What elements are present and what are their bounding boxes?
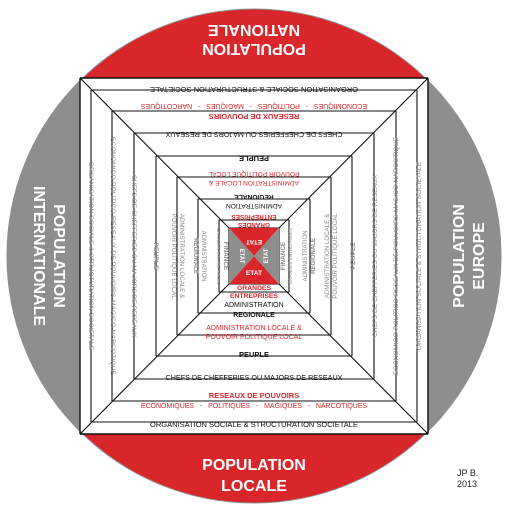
finance-left: FINANCE	[222, 242, 229, 271]
signature-initials: JP B.	[457, 468, 479, 478]
label-population-nationale: POPULATIONNATIONALE	[202, 21, 306, 57]
peuple-right: PEUPLE	[350, 242, 357, 270]
admin-regionale-left-2: REGIONALE	[192, 238, 198, 274]
label-population-europe-1: POPULATION	[451, 204, 468, 308]
admin-regionale-top-2: REGIONALE	[234, 193, 274, 200]
admin-locale-left-2: POUVOIR POLITIQUE LOCAL	[170, 213, 177, 299]
chefferies-right: CHEFS DE CHEFFERIES OU MAJORS DE RESEAUX	[372, 174, 379, 337]
frame-line	[278, 77, 429, 229]
finance-right: FINANCE	[280, 241, 287, 270]
admin-locale-right-1: ADMINISTRATION LOCALE &	[324, 213, 331, 298]
reseaux-side-right: ECONOMICO-POLITICO-RESEAUX DE POUVOIRS-M…	[393, 137, 400, 375]
etat-top: ETAT	[246, 238, 262, 245]
etat-right-triangle	[254, 228, 279, 284]
grandes-top-2: ENTREPRISES	[231, 213, 277, 220]
admin-regionale-bottom-1: ADMINISTRATION	[224, 302, 283, 309]
label-population-locale-2: LOCALE	[221, 478, 287, 495]
admin-locale-bottom-2: POUVOIR POLITIQUE LOCAL	[206, 334, 303, 341]
reseaux-title-top: RESEAUX DE POUVOIRS	[209, 112, 299, 121]
grandes-bottom-2: ENTREPRISES	[230, 293, 278, 300]
grandes-top-1: GRANDES	[237, 221, 270, 228]
admin-regionale-right-1: ADMINISTRATION	[303, 231, 309, 282]
label-population-europe-2: EUROPE	[471, 222, 488, 290]
grandes-left: GRANDES ENTREPRISES	[216, 228, 221, 284]
reseaux-items-bottom: ECONOMIQUES - POLITIQUES - MAGIQUES - NA…	[141, 403, 368, 410]
etat-bottom: ETAT	[246, 270, 262, 277]
admin-locale-top-2: POUVOIR POLITIQUE LOCAL	[208, 170, 299, 177]
admin-regionale-right-2: REGIONALE	[311, 238, 317, 274]
admin-locale-left-1: ADMINISTRATION LOCALE &	[178, 214, 185, 299]
organisation-right: ORGANISATION SOCIALE & STRUCTURATION SOC…	[416, 161, 423, 350]
admin-regionale-top-1: ADMINISTRATION	[226, 202, 282, 209]
admin-locale-top-1: ADMINISTRATION LOCALE &	[208, 179, 299, 186]
label-population-locale-1: POPULATION	[202, 457, 306, 474]
reseaux-side-left: ECONOMICO-POLITICO-RESEAUX DE POUVOIRS-M…	[109, 137, 116, 375]
reseaux-title-bottom: RESEAUX DE POUVOIRS	[209, 391, 299, 400]
grandes-bottom-1: GRANDES	[237, 285, 271, 292]
frame-line	[79, 77, 230, 229]
author-signature: JP B. 2013	[457, 468, 503, 490]
organisation-left: ORGANISATION SOCIALE & STRUCTURATION SOC…	[87, 162, 94, 351]
frame-line	[278, 283, 429, 435]
admin-locale-right-2: POUVOIR POLITIQUE LOCAL	[332, 213, 339, 299]
admin-regionale-bottom-2: REGIONALE	[233, 312, 275, 319]
peuple-bottom: PEUPLE	[239, 350, 269, 359]
chefferies-top: CHEFS DE CHEFFERIES OU MAJORS DE RESEAUX	[165, 130, 342, 139]
etat-center	[229, 228, 279, 284]
admin-regionale-left-1: ADMINISTRATION	[200, 231, 206, 282]
nested-frames	[79, 77, 429, 435]
admin-locale-bottom-1: ADMINISTRATION LOCALE &	[206, 325, 302, 332]
peuple-left: PEUPLE	[152, 242, 159, 270]
etat-left: ETAT	[238, 249, 244, 264]
organisation-top: ORGANISATION SOCIALE & STRUCTURATION SOC…	[150, 85, 358, 94]
organisation-bottom: ORGANISATION SOCIALE & STRUCTURATION SOC…	[150, 420, 358, 429]
etat-bottom-triangle	[229, 256, 279, 284]
label-population-internationale-1: POPULATION	[50, 204, 67, 308]
signature-year: 2013	[457, 479, 478, 489]
circle-outline	[6, 8, 502, 504]
etat-top-triangle	[229, 228, 279, 256]
grandes-right: GRANDES ENTREPRISES	[288, 228, 293, 284]
chefferies-left: CHEFS DE CHEFFERIES OU MAJORS DE RESEAUX	[130, 175, 137, 338]
etat-left-triangle	[229, 228, 254, 284]
frame-line	[79, 283, 230, 435]
label-population-internationale-2: INTERNATIONALE	[30, 186, 47, 326]
peuple-top: PEUPLE	[239, 154, 269, 163]
chefferies-bottom: CHEFS DE CHEFFERIES OU MAJORS DE RESEAUX	[166, 373, 343, 382]
etat-right: ETAT	[264, 248, 270, 263]
reseaux-items-top: ECONOMIQUES - POLITIQUES - MAGIQUES - NA…	[140, 102, 367, 109]
